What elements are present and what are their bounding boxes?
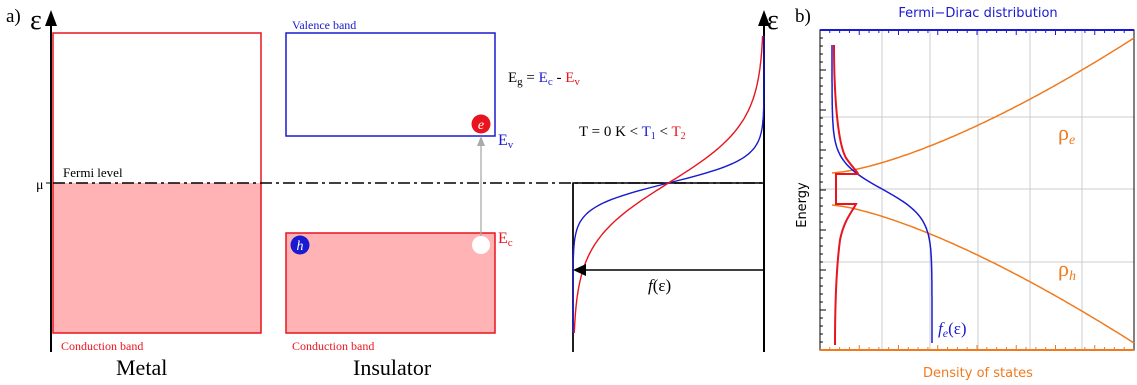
excitation-arrowhead (477, 136, 485, 146)
rho-e-curve (831, 37, 1135, 174)
metal-filled-states (53, 183, 261, 333)
hole-symbol: h (297, 239, 304, 254)
metal-conduction-band-label: Conduction band (61, 339, 143, 353)
fermi-curve-t0 (572, 36, 765, 352)
ev-label: Ev (498, 132, 514, 151)
fermi-level-label: Fermi level (63, 165, 123, 180)
right-epsilon-label: ε (767, 5, 779, 36)
occupied-states-red-curve (833, 44, 860, 346)
panel-b-grid (820, 30, 1134, 350)
rho-h-label: ρh (1058, 256, 1076, 284)
hole-circle (290, 235, 310, 255)
temperature-relation: T = 0 K < T1 < T2 (579, 124, 686, 142)
fe-blue-curve (831, 45, 933, 343)
insulator-valence-band (285, 32, 496, 137)
panel-b-label: b) (795, 6, 811, 27)
f-epsilon-label: f(ε) (648, 276, 671, 295)
panel-a-label: a) (6, 6, 21, 27)
right-axis-arrowhead (758, 10, 770, 26)
panel-b-ticks (819, 29, 1135, 351)
electron-circle (471, 114, 491, 134)
fermi-curve-t2 (573, 35, 764, 333)
insulator-label: Insulator (353, 355, 432, 380)
ec-label: Ec (498, 230, 513, 249)
panel-b-frame (819, 29, 1135, 351)
panel-b-ylabel: Energy (795, 182, 810, 228)
hole-vacancy-circle (472, 236, 490, 254)
gap-equation: Eg = Ec - Ev (508, 70, 580, 88)
rho-e-label: ρe (1058, 120, 1075, 148)
left-epsilon-label: ε (30, 5, 42, 36)
panel-b-title: Fermi−Dirac distribution (898, 6, 1057, 21)
metal-label: Metal (116, 355, 167, 380)
left-axis-arrowhead (45, 10, 57, 26)
electron-symbol: e (478, 118, 484, 133)
insulator-conduction-band (285, 232, 496, 334)
fe-label: fe(ε) (938, 319, 967, 340)
fermi-curve-t1 (572, 36, 765, 333)
panel-b-xlabel: Density of states (923, 366, 1033, 381)
rho-h-curve (831, 204, 1135, 344)
f-axis-arrowhead (573, 264, 586, 276)
valence-band-label: Valence band (292, 18, 356, 32)
insulator-conduction-band-label: Conduction band (292, 339, 374, 353)
mu-label: μ (36, 178, 44, 193)
